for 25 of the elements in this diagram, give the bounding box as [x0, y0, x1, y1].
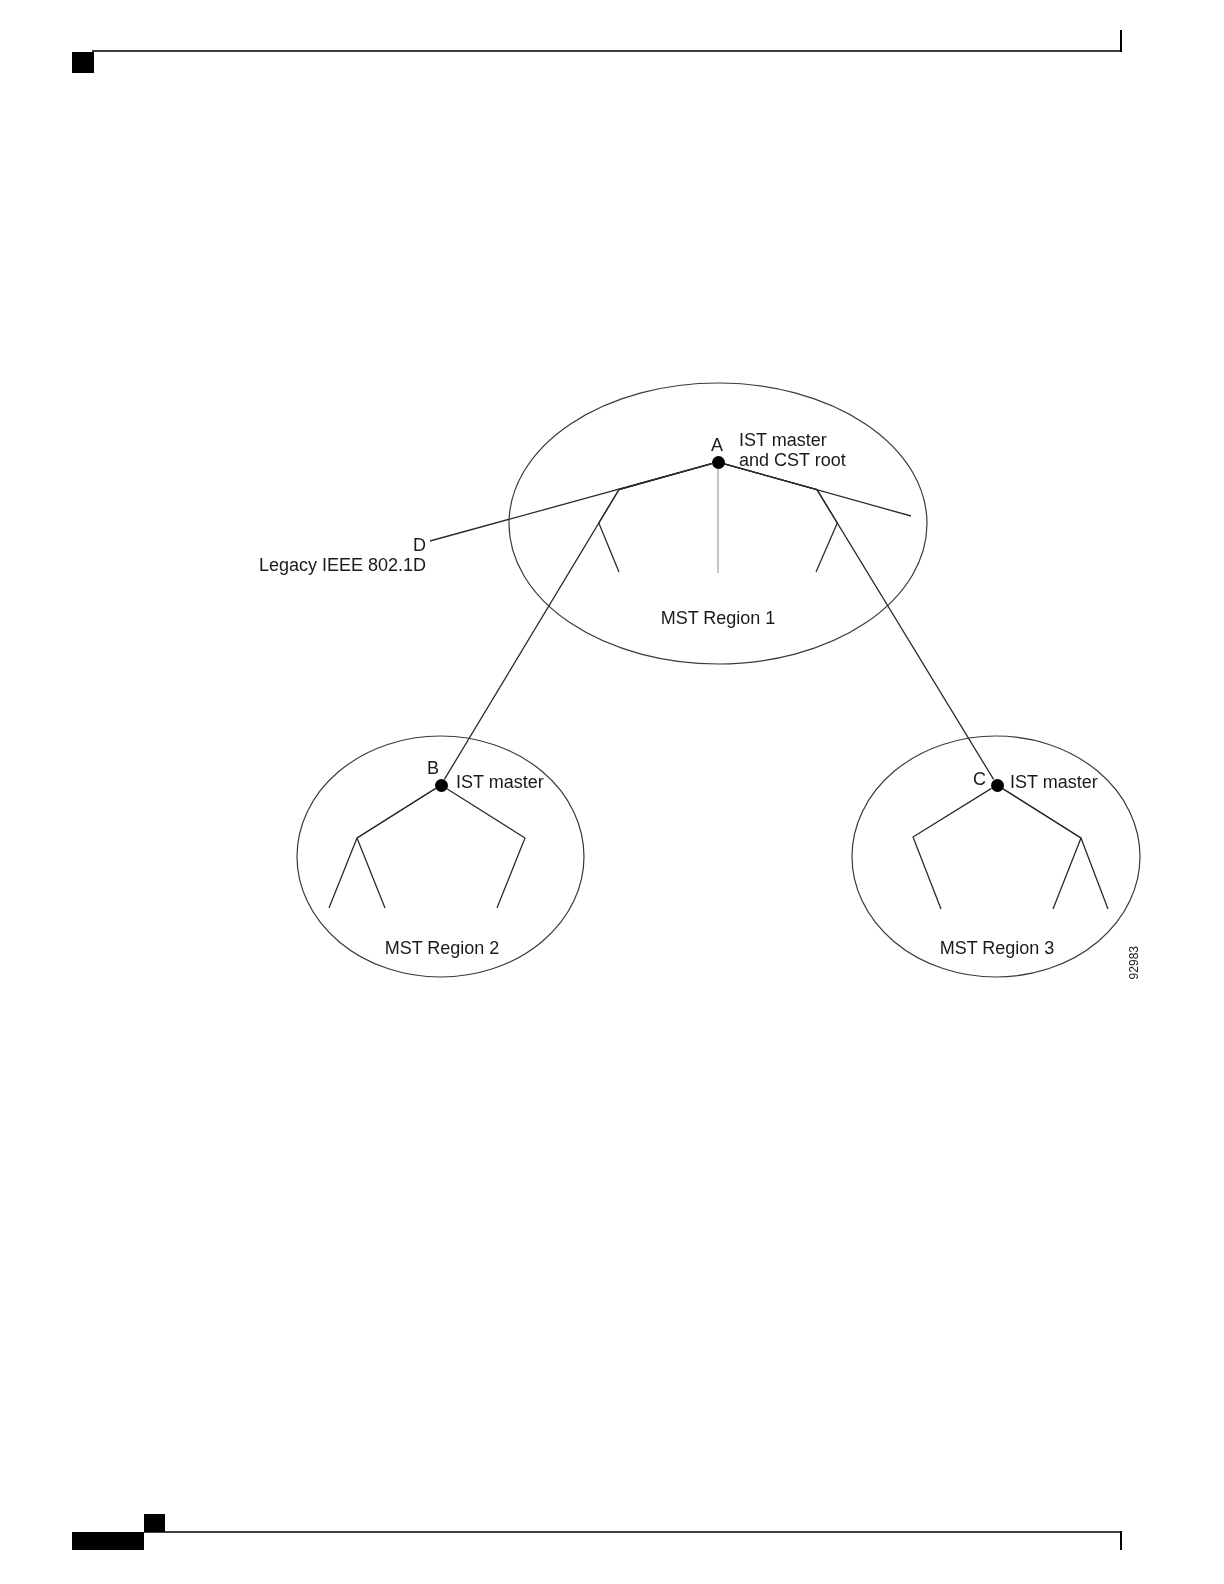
node-caption: IST master and CST root [739, 430, 847, 470]
node-letter: D [413, 535, 426, 555]
dot-icon [711, 455, 725, 469]
connector-line [445, 787, 526, 909]
connector-line [912, 787, 993, 910]
device-label: Legacy IEEE 802.1D [258, 555, 426, 575]
node-letter: A [711, 435, 723, 455]
figure-number: 92983 [1127, 946, 1141, 980]
dot-icon [990, 778, 1004, 792]
region-ellipse [851, 735, 1141, 978]
dot-icon [434, 778, 448, 792]
connector-line [598, 463, 713, 573]
region-label: MST Region 2 [384, 938, 500, 958]
connector-line [717, 467, 719, 574]
region-label: MST Region 1 [660, 608, 776, 628]
region-ellipse [508, 382, 928, 665]
connector-line [356, 787, 437, 909]
node-letter: B [427, 758, 439, 778]
region-label: MST Region 3 [939, 938, 1055, 958]
region-ellipse [296, 735, 585, 978]
connector-line [1001, 787, 1109, 910]
node-letter: C [973, 769, 986, 789]
node-caption: IST master [456, 772, 544, 792]
connector-line [723, 463, 912, 517]
node-caption: IST master [1010, 772, 1098, 792]
